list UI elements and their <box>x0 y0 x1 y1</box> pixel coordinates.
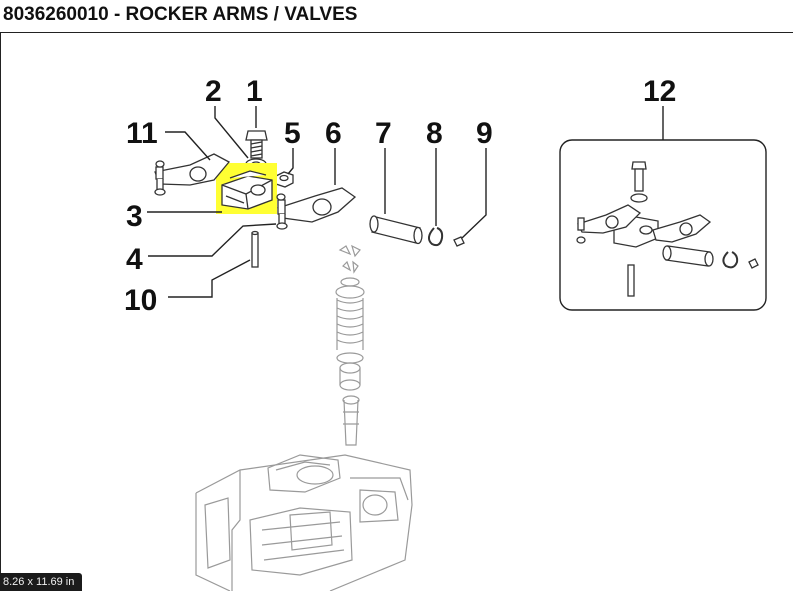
part-6-rocker-arm[interactable] <box>276 187 357 230</box>
part-5-nut[interactable] <box>275 171 294 188</box>
part-11-rocker-arm[interactable] <box>154 153 231 196</box>
callout-2: 2 <box>205 75 222 108</box>
page-title: 8036260010 - ROCKER ARMS / VALVES <box>3 4 358 25</box>
part-10-pin[interactable] <box>251 230 259 268</box>
cylinder-head-drawing <box>195 244 413 591</box>
callout-1: 1 <box>246 75 263 108</box>
leader-lines <box>147 106 664 298</box>
callout-12: 12 <box>643 75 676 108</box>
callout-10: 10 <box>124 284 157 317</box>
part-7-rocker-shaft[interactable] <box>369 215 423 245</box>
callout-5: 5 <box>284 117 301 150</box>
kit-12-box[interactable] <box>559 139 767 311</box>
callout-4: 4 <box>126 243 143 276</box>
part-3-rocker-support[interactable] <box>216 163 277 214</box>
title-bar: 8036260010 - ROCKER ARMS / VALVES <box>0 0 793 33</box>
page-size-indicator: 8.26 x 11.69 in <box>0 573 83 591</box>
left-border <box>0 32 1 591</box>
callout-9: 9 <box>476 117 493 150</box>
callout-6: 6 <box>325 117 342 150</box>
part-8-circlip[interactable] <box>428 227 444 247</box>
callout-11: 11 <box>126 117 158 150</box>
part-1-bolt[interactable] <box>245 130 268 159</box>
callout-7: 7 <box>375 117 392 150</box>
callout-8: 8 <box>426 117 443 150</box>
part-9-plug[interactable] <box>453 236 465 247</box>
callout-3: 3 <box>126 200 143 233</box>
